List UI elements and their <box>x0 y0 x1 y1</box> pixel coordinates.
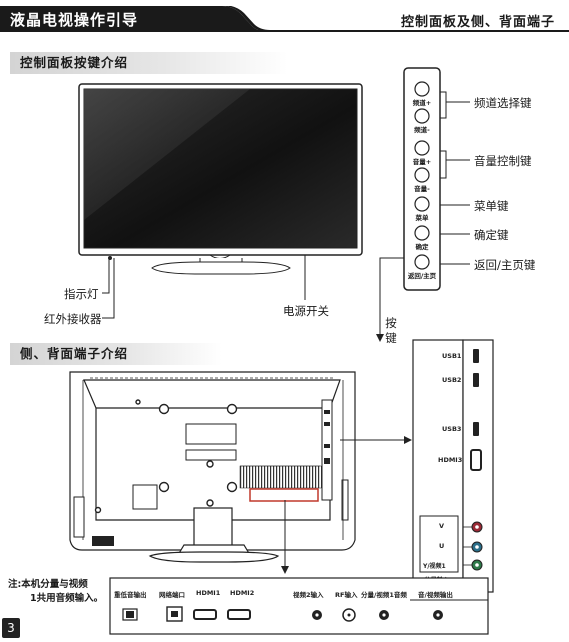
port-y-video1-label: Y/视频1 <box>423 563 446 570</box>
port-hdmi3-label: HDMI3 <box>438 456 463 464</box>
btn-ch-down-label: 频道- <box>414 126 430 134</box>
page-title: 液晶电视操作引导 <box>10 11 139 29</box>
page-subtitle: 控制面板及侧、背面端子 <box>400 15 555 30</box>
callout-volume: 音量控制键 <box>474 154 532 168</box>
callout-back: 返回/主页键 <box>474 258 536 272</box>
port-av-out-label: 音/视频输出 <box>418 591 453 599</box>
btn-menu-label: 菜单 <box>415 214 429 222</box>
power-switch-label: 电源开关 <box>283 304 329 318</box>
port-usb3-label: USB3 <box>442 425 462 433</box>
header-bar <box>0 6 569 32</box>
port-component-audio-label: 分量/视频1音频 <box>361 591 407 599</box>
callout-menu: 菜单键 <box>474 199 509 213</box>
port-rf-in-label: RF输入 <box>335 591 358 599</box>
btn-vol-up-label: 音量+ <box>412 158 432 166</box>
ir-receiver-label: 红外接收器 <box>44 312 102 326</box>
port-video2-in-label: 视频2输入 <box>293 591 324 599</box>
indicator-label: 指示灯 <box>64 287 99 301</box>
port-u-label: U <box>439 542 445 550</box>
keys-vertical-label: 按 键 <box>384 316 398 346</box>
port-usb2-label: USB2 <box>442 376 462 384</box>
btn-ok-label: 确定 <box>415 243 429 251</box>
port-hdmi1-label: HDMI1 <box>196 589 221 597</box>
btn-ch-up-label: 频道+ <box>412 99 432 107</box>
port-hdmi2-label: HDMI2 <box>230 589 255 597</box>
keys-char-2: 键 <box>385 331 397 345</box>
btn-back-label: 返回/主页 <box>407 272 437 280</box>
btn-vol-down-label: 音量- <box>414 185 430 193</box>
section-side-back: 侧、背面端子介绍 <box>10 343 222 365</box>
page-number: 3 <box>2 618 20 638</box>
section-control-panel: 控制面板按键介绍 <box>10 52 288 74</box>
note-text: 注:本机分量与视频 1共用音频输入。 <box>8 578 103 606</box>
note-line-1: 注:本机分量与视频 <box>8 579 88 590</box>
port-v-label: V <box>439 522 445 530</box>
note-line-2: 1共用音频输入。 <box>30 593 104 604</box>
callout-channel: 频道选择键 <box>474 96 532 110</box>
callout-ok: 确定键 <box>474 228 509 242</box>
keys-char-1: 按 <box>385 316 397 330</box>
port-network-label: 网络端口 <box>159 591 185 599</box>
port-subwoofer-label: 重低音输出 <box>114 591 147 599</box>
port-usb1-label: USB1 <box>442 352 462 360</box>
